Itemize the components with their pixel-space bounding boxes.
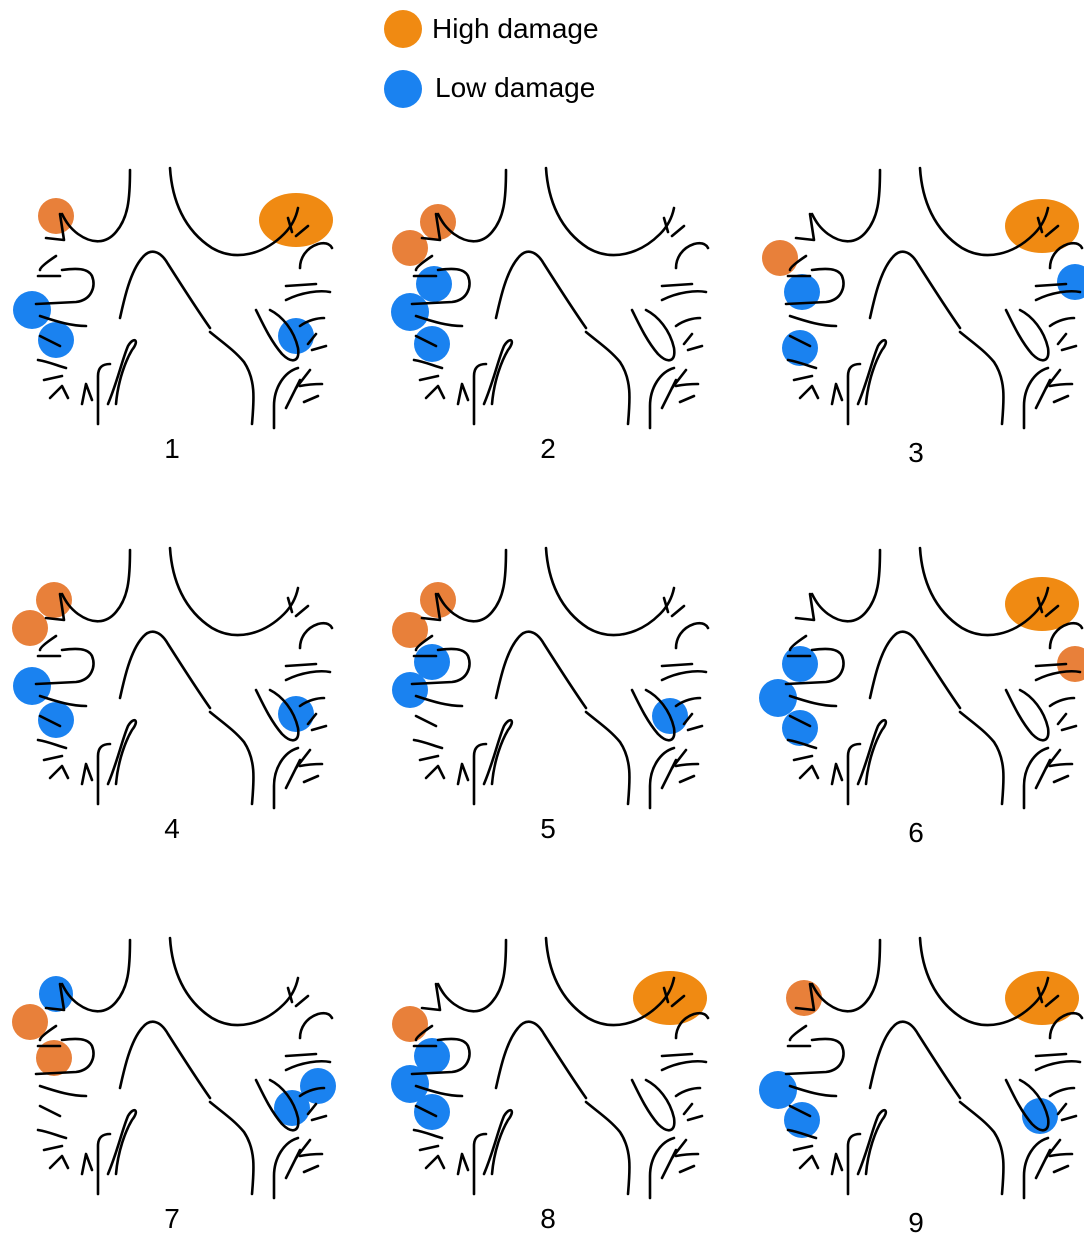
low-damage-spot xyxy=(782,646,818,682)
panel-6: 6 xyxy=(759,548,1084,848)
airway-tree xyxy=(36,548,332,808)
legend-low-swatch xyxy=(384,70,422,108)
high-damage-spot xyxy=(392,230,428,266)
low-damage-spot xyxy=(300,1068,336,1104)
panel-number-label: 4 xyxy=(164,813,180,844)
low-damage-spot xyxy=(392,672,428,708)
high-damage-spot xyxy=(12,610,48,646)
panel-9: 9 xyxy=(759,938,1082,1238)
high-damage-spot xyxy=(392,1006,428,1042)
airway-tree xyxy=(36,938,332,1198)
airway-tree xyxy=(412,548,708,808)
panel-number-label: 8 xyxy=(540,1203,556,1234)
legend-high-label: High damage xyxy=(432,13,599,44)
low-damage-spot xyxy=(759,1071,797,1109)
low-damage-spot xyxy=(416,266,452,302)
panels-grid: 1 2 3 4 5 6 7 8 9 xyxy=(12,168,1084,1238)
panel-5: 5 xyxy=(392,548,708,844)
panel-7: 7 xyxy=(12,938,336,1234)
panel-3: 3 xyxy=(762,168,1084,468)
airway-tree xyxy=(412,168,708,428)
panel-number-label: 9 xyxy=(908,1207,924,1238)
panel-2: 2 xyxy=(391,168,708,464)
low-damage-spot xyxy=(1057,264,1084,300)
panel-8: 8 xyxy=(391,938,708,1234)
legend-low-label: Low damage xyxy=(435,72,595,103)
low-damage-spot xyxy=(391,293,429,331)
legend-high-swatch xyxy=(384,10,422,48)
low-damage-spot xyxy=(38,322,74,358)
high-damage-spot xyxy=(786,980,822,1016)
low-damage-spot xyxy=(13,667,51,705)
panel-1: 1 xyxy=(13,168,333,464)
panel-number-label: 6 xyxy=(908,817,924,848)
low-damage-spot xyxy=(278,318,314,354)
panel-number-label: 3 xyxy=(908,437,924,468)
legend: High damage Low damage xyxy=(384,10,599,108)
panel-4: 4 xyxy=(12,548,332,844)
panel-number-label: 1 xyxy=(164,433,180,464)
high-damage-spot xyxy=(762,240,798,276)
high-damage-spot xyxy=(38,198,74,234)
panel-number-label: 2 xyxy=(540,433,556,464)
panel-number-label: 5 xyxy=(540,813,556,844)
low-damage-spot xyxy=(13,291,51,329)
panel-number-label: 7 xyxy=(164,1203,180,1234)
low-damage-spot xyxy=(414,1094,450,1130)
low-damage-spot xyxy=(38,702,74,738)
high-damage-spot xyxy=(259,193,333,247)
